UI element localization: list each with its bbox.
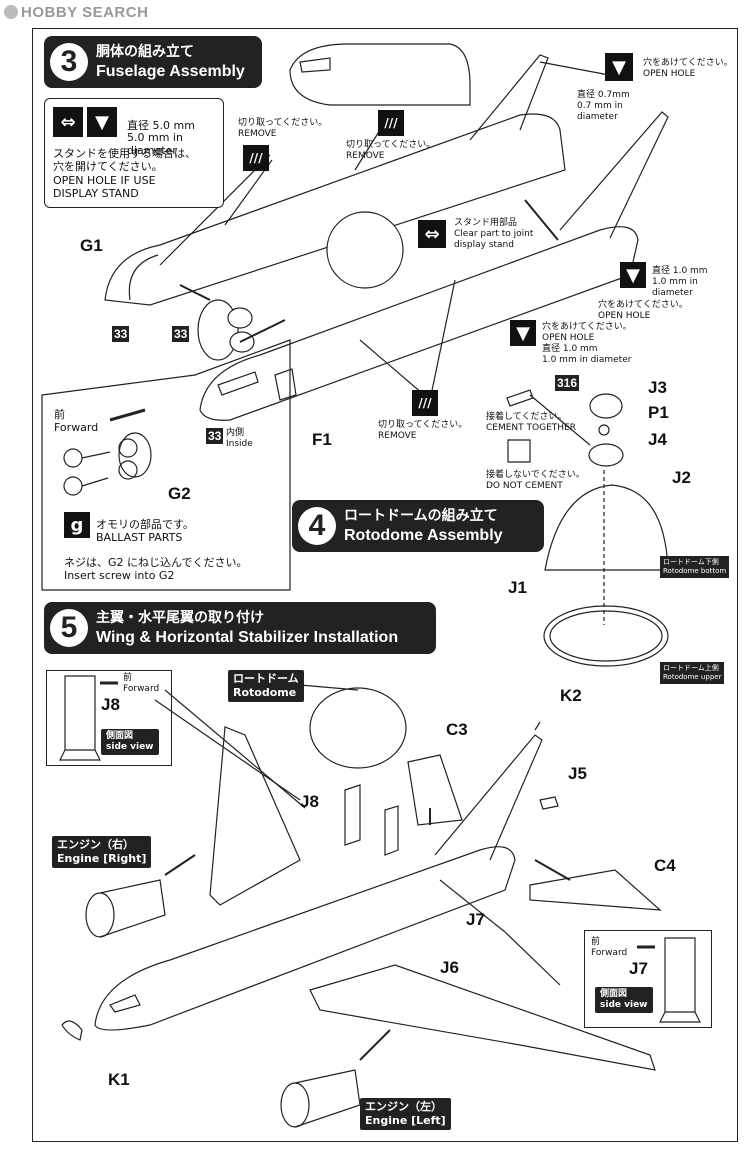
hole-dia-jp: 直径 5.0 mm <box>127 119 195 132</box>
open-hole-label-1: 穴をあけてください。OPEN HOLE <box>643 58 733 79</box>
part-p1: P1 <box>648 403 669 422</box>
remove-cut-icon: /// <box>243 145 269 171</box>
page-frame <box>32 28 738 1142</box>
remove-label-3: 切り取ってください。REMOVE <box>378 420 468 441</box>
stand-note-en-1: OPEN HOLE IF USE <box>53 174 156 187</box>
part-j2: J2 <box>672 468 691 487</box>
part-k1: K1 <box>108 1070 130 1089</box>
engine-right-tag: エンジン（右）Engine [Right] <box>52 836 152 868</box>
step4-banner: 4 ロートドームの組み立て Rotodome Assembly <box>292 500 544 552</box>
part-c3: C3 <box>446 720 468 739</box>
hole-dia-en: 5.0 mm in diameter <box>127 131 183 157</box>
watermark: HOBBY SEARCH <box>4 4 148 21</box>
drill-icon: ▼ <box>510 320 536 346</box>
step5-title-jp: 主翼・水平尾翼の取り付け <box>96 610 264 626</box>
no-cement-label: 接着しないでください。DO NOT CEMENT <box>486 470 585 491</box>
part-j6: J6 <box>440 958 459 977</box>
stand-note-jp-1: スタンドを使用する場合は、 <box>53 147 196 160</box>
drill-icon: ▼ <box>620 262 646 288</box>
step3-number: 3 <box>50 43 88 81</box>
screw-label: ネジは、G2 にねじ込んでください。Insert screw into G2 <box>64 556 248 582</box>
ballast-weight-icon: g <box>64 512 90 538</box>
remove-cut-icon: /// <box>378 110 404 136</box>
part-j4: J4 <box>648 430 667 449</box>
step5-title-en: Wing & Horizontal Stabilizer Installatio… <box>96 629 399 646</box>
ballast-label: オモリの部品です。BALLAST PARTS <box>96 518 194 544</box>
part-c4: C4 <box>654 856 676 875</box>
double-arrow-icon: ⇔ <box>418 220 446 248</box>
part-j5: J5 <box>568 764 587 783</box>
display-stand-hole-box: ⇔ ▼ 直径 5.0 mm 5.0 mm in diameter スタンドを使用… <box>44 98 224 208</box>
step4-number: 4 <box>298 507 336 545</box>
step4-title-jp: ロートドームの組み立て <box>344 508 498 524</box>
stand-note-en-2: DISPLAY STAND <box>53 187 139 200</box>
part-33-b: 33 <box>172 326 190 342</box>
remove-label-2: 切り取ってください。REMOVE <box>346 140 436 161</box>
cement-label: 接着してください。CEMENT TOGETHER <box>486 412 576 433</box>
step5-banner: 5 主翼・水平尾翼の取り付け Wing & Horizontal Stabiliz… <box>44 602 436 654</box>
drill-icon: ▼ <box>87 107 117 137</box>
part-j8: J8 <box>300 792 319 811</box>
part-g2: G2 <box>168 484 191 503</box>
part-j8-side: J8 <box>101 695 120 714</box>
part-f1: F1 <box>312 430 332 449</box>
step5-number: 5 <box>50 609 88 647</box>
part-g1: G1 <box>80 236 103 255</box>
remove-label-1: 切り取ってください。REMOVE <box>238 118 328 139</box>
step3-title-en: Fuselage Assembly <box>96 63 245 80</box>
double-arrow-icon: ⇔ <box>53 107 83 137</box>
drill-icon: ▼ <box>605 53 633 81</box>
engine-left-tag: エンジン（左）Engine [Left] <box>360 1098 451 1130</box>
open-hole-label-2: 穴をあけてください。OPEN HOLE <box>598 300 688 321</box>
part-j7: J7 <box>466 910 485 929</box>
part-j3: J3 <box>648 378 667 397</box>
part-j7-side: J7 <box>629 959 648 978</box>
part-k2: K2 <box>560 686 582 705</box>
remove-cut-icon: /// <box>412 390 438 416</box>
part-316: 316 <box>555 375 580 391</box>
step3-banner: 3 胴体の組み立て Fuselage Assembly <box>44 36 262 88</box>
part-33-c: 33 <box>206 428 224 444</box>
stand-note-jp-2: 穴を開けてください。 <box>53 160 163 173</box>
step4-title-en: Rotodome Assembly <box>344 527 503 544</box>
part-33-a: 33 <box>112 326 130 342</box>
part-j1: J1 <box>508 578 527 597</box>
logo-icon <box>4 5 18 19</box>
step3-title-jp: 胴体の組み立て <box>96 44 194 60</box>
